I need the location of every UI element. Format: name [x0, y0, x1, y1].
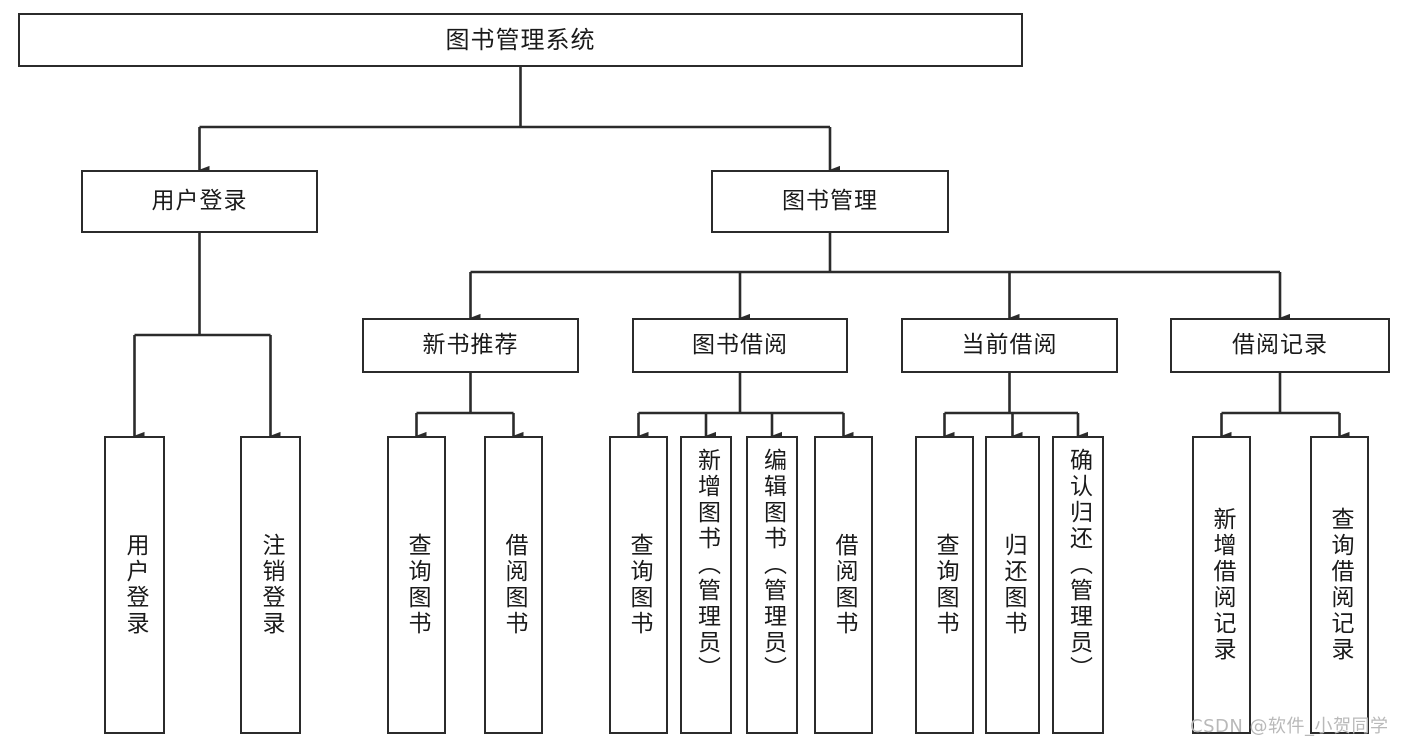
node-leaf-edit-book-admin[interactable]: 编辑图书（管理员） — [746, 436, 798, 734]
node-book-manage-label: 图书管理 — [782, 187, 878, 214]
node-user-login-label: 用户登录 — [151, 187, 248, 214]
node-leaf-borrow-book-recommend[interactable]: 借阅图书 — [484, 436, 543, 734]
node-root-label: 图书管理系统 — [445, 25, 596, 54]
node-new-book-recommend-label: 新书推荐 — [422, 331, 519, 358]
node-leaf-confirm-return-admin[interactable]: 确认归还（管理员） — [1052, 436, 1104, 734]
node-leaf-query-book-recommend-label: 查询图书 — [404, 533, 430, 637]
node-leaf-user-login-label: 用户登录 — [122, 533, 148, 637]
csdn-watermark: CSDN @软件_小贺同学 — [1190, 716, 1389, 737]
node-current-borrow-label: 当前借阅 — [961, 331, 1058, 358]
node-leaf-query-book-current-label: 查询图书 — [932, 533, 958, 637]
node-leaf-logout-login[interactable]: 注销登录 — [240, 436, 301, 734]
node-leaf-add-borrow-record-label: 新增借阅记录 — [1209, 507, 1235, 663]
node-borrow-record-label: 借阅记录 — [1232, 331, 1328, 358]
node-user-login[interactable]: 用户登录 — [81, 170, 318, 233]
node-book-borrow[interactable]: 图书借阅 — [632, 318, 848, 373]
node-current-borrow[interactable]: 当前借阅 — [901, 318, 1118, 373]
node-leaf-borrow-book-recommend-label: 借阅图书 — [501, 533, 527, 637]
node-leaf-query-book-borrow[interactable]: 查询图书 — [609, 436, 668, 734]
node-leaf-add-book-admin[interactable]: 新增图书（管理员） — [680, 436, 732, 734]
node-book-borrow-label: 图书借阅 — [692, 331, 788, 358]
node-leaf-query-book-recommend[interactable]: 查询图书 — [387, 436, 446, 734]
node-new-book-recommend[interactable]: 新书推荐 — [362, 318, 579, 373]
edges-group — [133, 67, 1350, 441]
node-leaf-edit-book-admin-label: 编辑图书（管理员） — [759, 448, 786, 682]
node-leaf-borrow-book-label: 借阅图书 — [831, 533, 857, 637]
node-leaf-borrow-book[interactable]: 借阅图书 — [814, 436, 873, 734]
node-leaf-logout-login-label: 注销登录 — [258, 533, 284, 637]
node-leaf-return-book-label: 归还图书 — [1000, 533, 1026, 637]
node-leaf-return-book[interactable]: 归还图书 — [985, 436, 1040, 734]
node-leaf-query-book-borrow-label: 查询图书 — [626, 533, 652, 637]
node-leaf-add-borrow-record[interactable]: 新增借阅记录 — [1192, 436, 1251, 734]
node-leaf-add-book-admin-label: 新增图书（管理员） — [693, 448, 720, 682]
node-root[interactable]: 图书管理系统 — [18, 13, 1023, 67]
node-leaf-query-borrow-record-label: 查询借阅记录 — [1327, 507, 1353, 663]
node-leaf-query-book-current[interactable]: 查询图书 — [915, 436, 974, 734]
node-borrow-record[interactable]: 借阅记录 — [1170, 318, 1390, 373]
node-leaf-confirm-return-admin-label: 确认归还（管理员） — [1065, 448, 1092, 682]
node-book-manage[interactable]: 图书管理 — [711, 170, 949, 233]
node-leaf-user-login[interactable]: 用户登录 — [104, 436, 165, 734]
node-leaf-query-borrow-record[interactable]: 查询借阅记录 — [1310, 436, 1369, 734]
